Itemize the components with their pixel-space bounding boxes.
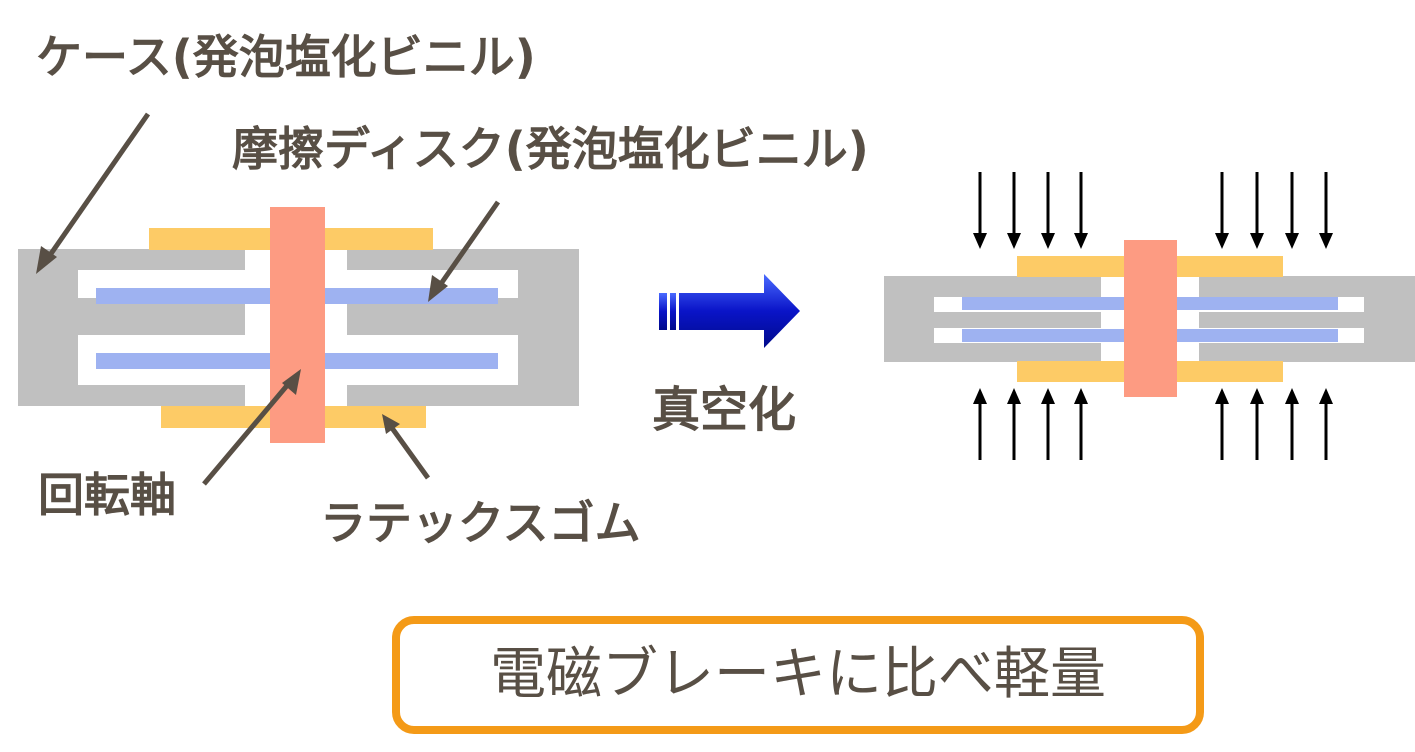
pressure-arrow-up-1: [973, 388, 987, 460]
leader-lines: [36, 112, 501, 486]
arrow-tail-stripe-2: [670, 293, 676, 330]
pressure-arrow-up-7: [1285, 388, 1299, 460]
case-left-half: [18, 249, 245, 406]
pressure-arrow-up-5: [1215, 388, 1229, 460]
pressure-arrow-down-2: [1007, 172, 1021, 249]
leader-disk: [435, 200, 501, 290]
leader-case: [45, 112, 151, 260]
leader-rubber-arrowhead: [382, 414, 400, 434]
pressure-arrow-down-4: [1074, 172, 1088, 249]
normal-state-assembly: [18, 207, 579, 443]
friction-disk-label: 摩擦ディスク(発泡塩化ビニル): [232, 122, 869, 176]
leader-shaft-arrowhead: [282, 369, 301, 395]
leader-disk-arrowhead: [428, 275, 448, 302]
vacuum-state-assembly: [884, 240, 1415, 397]
pressure-arrow-down-3: [1041, 172, 1055, 249]
leader-case-arrowhead: [36, 246, 57, 274]
lightweight-note-box: 電磁ブレーキに比べ軽量: [392, 616, 1204, 734]
pressure-arrow-down-6: [1250, 172, 1264, 249]
arrow-tail-stripe-1: [659, 293, 667, 330]
rotating-shaft: [270, 207, 325, 443]
vacuum-transition-arrow: [659, 274, 800, 348]
pressure-arrow-down-5: [1215, 172, 1229, 249]
rotating-shaft-label: 回転軸: [38, 468, 176, 522]
vacuum-label: 真空化: [652, 382, 797, 438]
leader-shaft: [202, 380, 292, 486]
pressure-arrow-up-6: [1250, 388, 1264, 460]
pressure-arrow-down-8: [1319, 172, 1333, 249]
leader-rubber: [389, 426, 431, 480]
compressed-case-left: [884, 276, 1101, 362]
compressed-shaft: [1124, 240, 1177, 397]
case-label: ケース(発泡塩化ビニル): [36, 30, 536, 84]
pressure-arrow-up-4: [1074, 388, 1088, 460]
case-right-half: [347, 249, 579, 406]
pressure-arrow-up-2: [1007, 388, 1021, 460]
atmospheric-pressure-arrows: [973, 172, 1333, 460]
compressed-case-right: [1199, 276, 1415, 362]
lightweight-note-text: 電磁ブレーキに比べ軽量: [490, 642, 1106, 707]
pressure-arrow-up-8: [1319, 388, 1333, 460]
arrow-body: [679, 274, 800, 348]
latex-rubber-label: ラテックスゴム: [320, 496, 641, 550]
pressure-arrow-down-1: [973, 172, 987, 249]
pressure-arrow-up-3: [1041, 388, 1055, 460]
pressure-arrow-down-7: [1285, 172, 1299, 249]
